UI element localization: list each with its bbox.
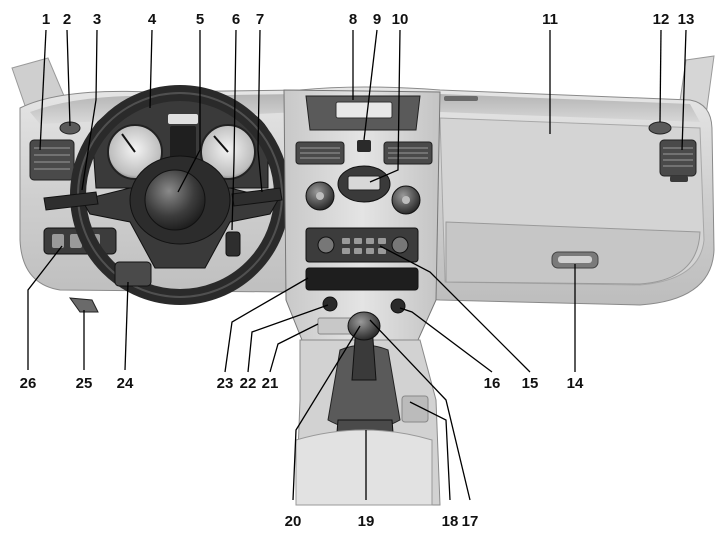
callout-7: 7 (256, 11, 264, 28)
lower-right-button[interactable] (390, 298, 406, 314)
radio-right-knob[interactable] (391, 236, 409, 254)
airbag-cover (144, 169, 206, 231)
console-storage-bin[interactable] (305, 267, 419, 291)
radio-button[interactable] (342, 248, 350, 254)
left-climate-knob-center (316, 192, 324, 200)
multifunction-display (335, 101, 393, 119)
callout-6: 6 (232, 11, 240, 28)
callout-26: 26 (20, 375, 37, 392)
cluster-top-display (168, 114, 198, 124)
callout-10: 10 (392, 11, 409, 28)
lower-left-button[interactable] (322, 296, 338, 312)
callout-3: 3 (93, 11, 101, 28)
callout-labels: 1 2 3 4 5 6 7 8 9 10 11 12 13 14 15 16 1… (20, 11, 695, 530)
radio-button[interactable] (378, 248, 386, 254)
callout-25: 25 (76, 375, 93, 392)
callout-1: 1 (42, 11, 50, 28)
callout-12: 12 (653, 11, 670, 28)
callout-9: 9 (373, 11, 381, 28)
defrost-vent-top (444, 96, 478, 101)
callout-13: 13 (678, 11, 695, 28)
callout-2: 2 (63, 11, 71, 28)
right-vent-control[interactable] (670, 176, 688, 182)
radio-button[interactable] (342, 238, 350, 244)
callout-14: 14 (567, 375, 584, 392)
left-side-air-vent[interactable] (29, 139, 75, 181)
callout-11: 11 (542, 11, 558, 28)
radio-button[interactable] (354, 248, 362, 254)
callout-16: 16 (484, 375, 501, 392)
radio-unit[interactable] (305, 227, 419, 263)
floor-console-pocket (401, 395, 429, 423)
callout-4: 4 (148, 11, 157, 28)
callout-5: 5 (196, 11, 204, 28)
leader-lines (27, 29, 687, 501)
left-panel-switch[interactable] (52, 234, 64, 248)
glovebox-handle-grip (558, 256, 592, 263)
radio-button[interactable] (354, 238, 362, 244)
callout-8: 8 (349, 11, 357, 28)
callout-22: 22 (240, 375, 257, 392)
steering-column-lower (114, 261, 152, 287)
callout-24: 24 (117, 375, 134, 392)
lighting-stalk[interactable] (43, 191, 99, 211)
hazard-warning-switch[interactable] (357, 140, 371, 152)
radio-button[interactable] (366, 238, 374, 244)
climate-display (347, 175, 381, 191)
cruise-control-stalk[interactable] (225, 231, 241, 257)
tachometer-needle (213, 135, 229, 153)
speedometer-needle (121, 133, 136, 153)
callout-23: 23 (217, 375, 234, 392)
radio-button[interactable] (366, 248, 374, 254)
callout-18: 18 (442, 513, 459, 530)
callout-21: 21 (262, 375, 279, 392)
right-side-air-vent[interactable] (659, 139, 697, 177)
right-side-window-demister (648, 121, 672, 135)
armrest (295, 429, 433, 506)
callout-17: 17 (462, 513, 479, 530)
bonnet-release-handle[interactable] (68, 297, 99, 313)
radio-button[interactable] (378, 238, 386, 244)
callout-15: 15 (522, 375, 539, 392)
right-climate-knob-center (402, 196, 410, 204)
radio-left-knob[interactable] (317, 236, 335, 254)
callout-20: 20 (285, 513, 302, 530)
callout-19: 19 (358, 513, 375, 530)
